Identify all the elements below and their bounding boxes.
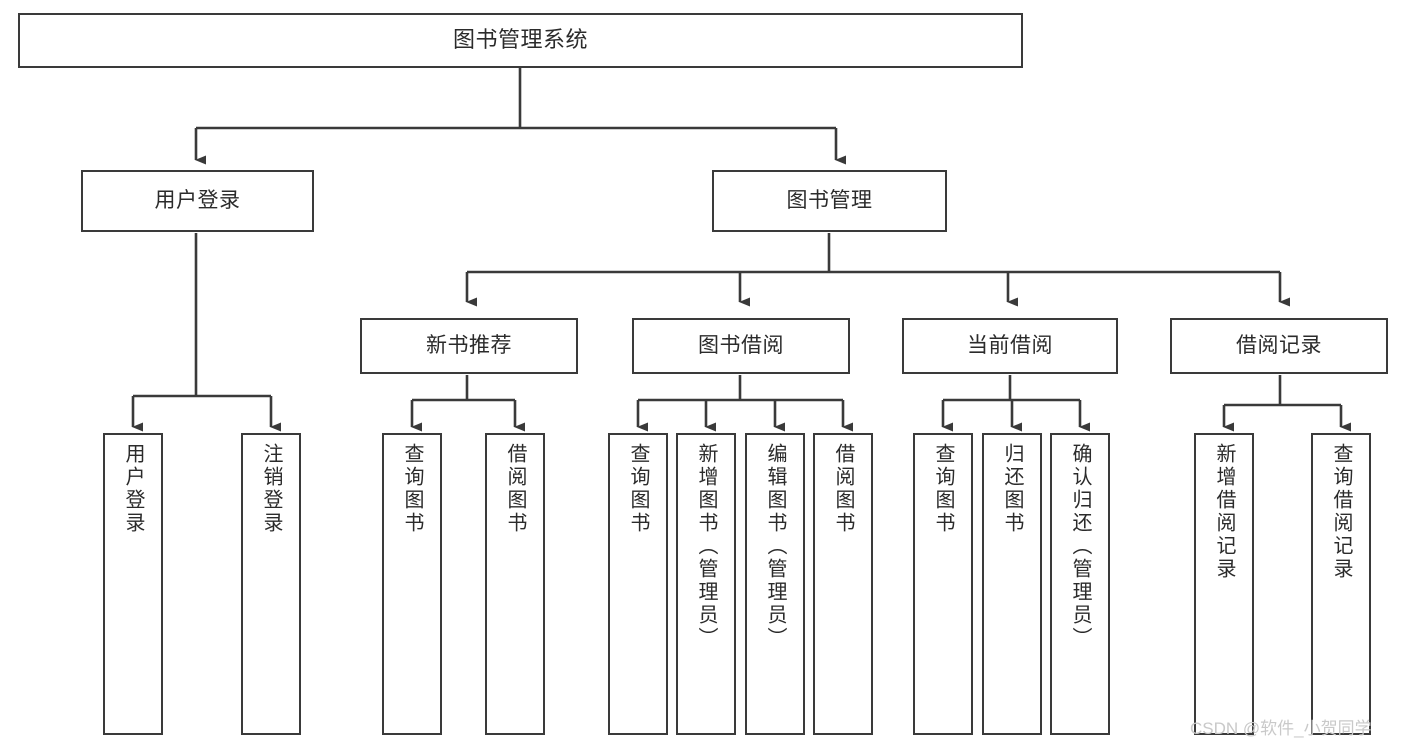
leaf-book-borrow-lend[interactable]: 借阅图书 — [813, 433, 873, 735]
node-book-management[interactable]: 图书管理 — [712, 170, 947, 232]
node-user-login[interactable]: 用户登录 — [81, 170, 314, 232]
leaf-borrow-record-add[interactable]: 新增借阅记录 — [1194, 433, 1254, 735]
node-label: 新书推荐 — [426, 334, 512, 358]
node-label: 图书借阅 — [698, 334, 784, 358]
leaf-current-borrow-return[interactable]: 归还图书 — [982, 433, 1042, 735]
leaf-book-borrow-query[interactable]: 查询图书 — [608, 433, 668, 735]
node-label: 图书管理系统 — [452, 27, 588, 53]
leaf-book-borrow-add[interactable]: 新增图书（管理员） — [676, 433, 736, 735]
node-label: 确认归还（管理员） — [1069, 443, 1091, 650]
node-label: 用户登录 — [154, 189, 241, 213]
leaf-new-book-borrow[interactable]: 借阅图书 — [485, 433, 545, 735]
leaf-current-borrow-query[interactable]: 查询图书 — [913, 433, 973, 735]
leaf-borrow-record-query[interactable]: 查询借阅记录 — [1311, 433, 1371, 735]
leaf-user-login-signin[interactable]: 用户登录 — [103, 433, 163, 735]
node-label: 新增图书（管理员） — [695, 443, 717, 650]
node-label: 编辑图书（管理员） — [764, 443, 786, 650]
leaf-user-login-signout[interactable]: 注销登录 — [241, 433, 301, 735]
node-label: 查询图书 — [401, 443, 423, 535]
node-label: 注销登录 — [260, 443, 282, 535]
node-label: 查询图书 — [627, 443, 649, 535]
node-label: 借阅图书 — [832, 443, 854, 535]
node-label: 借阅图书 — [504, 443, 526, 535]
node-book-borrow[interactable]: 图书借阅 — [632, 318, 850, 374]
node-label: 查询图书 — [932, 443, 954, 535]
node-label: 查询借阅记录 — [1330, 443, 1352, 581]
node-label: 图书管理 — [786, 189, 873, 213]
node-label: 新增借阅记录 — [1213, 443, 1235, 581]
node-label: 借阅记录 — [1236, 334, 1322, 358]
node-label: 用户登录 — [122, 443, 144, 535]
node-new-book-recommend[interactable]: 新书推荐 — [360, 318, 578, 374]
node-current-borrow[interactable]: 当前借阅 — [902, 318, 1118, 374]
leaf-book-borrow-edit[interactable]: 编辑图书（管理员） — [745, 433, 805, 735]
node-label: 当前借阅 — [967, 334, 1053, 358]
node-label: 归还图书 — [1001, 443, 1023, 535]
node-borrow-record[interactable]: 借阅记录 — [1170, 318, 1388, 374]
leaf-new-book-query[interactable]: 查询图书 — [382, 433, 442, 735]
node-root-book-management-system[interactable]: 图书管理系统 — [18, 13, 1023, 68]
csdn-watermark: CSDN @软件_小贺同学 — [1190, 719, 1372, 738]
leaf-current-borrow-confirm-return[interactable]: 确认归还（管理员） — [1050, 433, 1110, 735]
